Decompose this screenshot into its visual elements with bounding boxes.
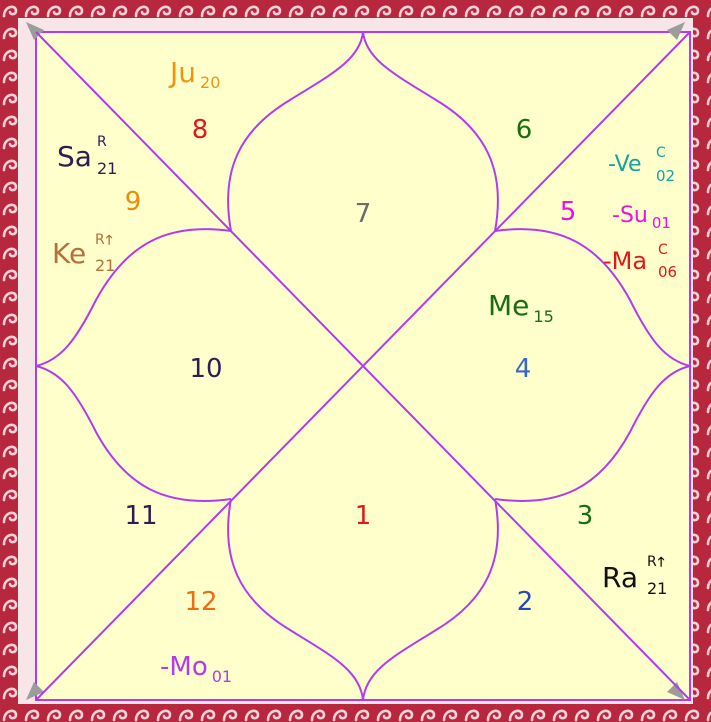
planet-degree: 01 — [212, 667, 232, 686]
planet-degree: 02 — [656, 167, 675, 185]
planet-degree: 21 — [95, 256, 115, 275]
retro-arrow-icon: 🡑 — [658, 555, 665, 570]
planet-name: -Mo — [160, 652, 208, 682]
planet-status: C — [658, 242, 668, 258]
planet-degree: 01 — [652, 214, 671, 232]
house-number-5: 5 — [560, 197, 577, 227]
lotus-curve-left — [35, 228, 232, 503]
planet-name: Ke — [52, 237, 86, 270]
planet-rahu: Ra R🡑 21 — [602, 551, 670, 598]
house-number-7: 7 — [355, 199, 372, 229]
house-number-2: 2 — [517, 587, 534, 617]
planet-degree: 06 — [658, 263, 677, 281]
planet-name: Me — [488, 289, 529, 322]
planet-name: Sa — [57, 140, 92, 173]
house-number-9: 9 — [125, 187, 142, 217]
planet-degree: 15 — [533, 307, 553, 326]
corner-markers — [26, 22, 685, 700]
diagonal-line-anti — [35, 31, 691, 701]
house-number-6: 6 — [516, 115, 533, 145]
lotus-curve-right — [494, 228, 691, 503]
planet-name: -Su — [612, 203, 648, 228]
retro-arrow-icon: 🡑 — [106, 233, 113, 248]
lotus-curve-bottom — [227, 498, 499, 701]
planet-ketu: Ke R🡑 21 — [52, 229, 118, 275]
planet-status: C — [656, 145, 666, 161]
planet-name: Ra — [602, 561, 638, 594]
house-number-8: 8 — [192, 115, 209, 145]
house-number-1: 1 — [355, 501, 372, 531]
planet-venus: -Ve C 02 — [608, 142, 675, 185]
planet-name: -Ve — [608, 152, 642, 177]
planet-status: R — [95, 232, 105, 248]
planet-degree: 20 — [200, 73, 220, 92]
house-number-11: 11 — [124, 501, 157, 531]
planet-status: R — [97, 134, 107, 150]
house-number-12: 12 — [184, 587, 217, 617]
planet-degree: 21 — [97, 159, 117, 178]
house-number-10: 10 — [189, 354, 222, 384]
planet-mars: -Ma C 06 — [603, 239, 677, 281]
planet-status: R — [647, 554, 657, 570]
planet-name: Ju — [168, 56, 196, 89]
house-number-4: 4 — [515, 354, 532, 384]
planet-name: -Ma — [603, 247, 647, 275]
house-number-3: 3 — [577, 501, 594, 531]
planet-degree: 21 — [647, 579, 667, 598]
lotus-curve-top — [227, 31, 499, 232]
planet-saturn: Sa R 21 — [57, 131, 117, 178]
